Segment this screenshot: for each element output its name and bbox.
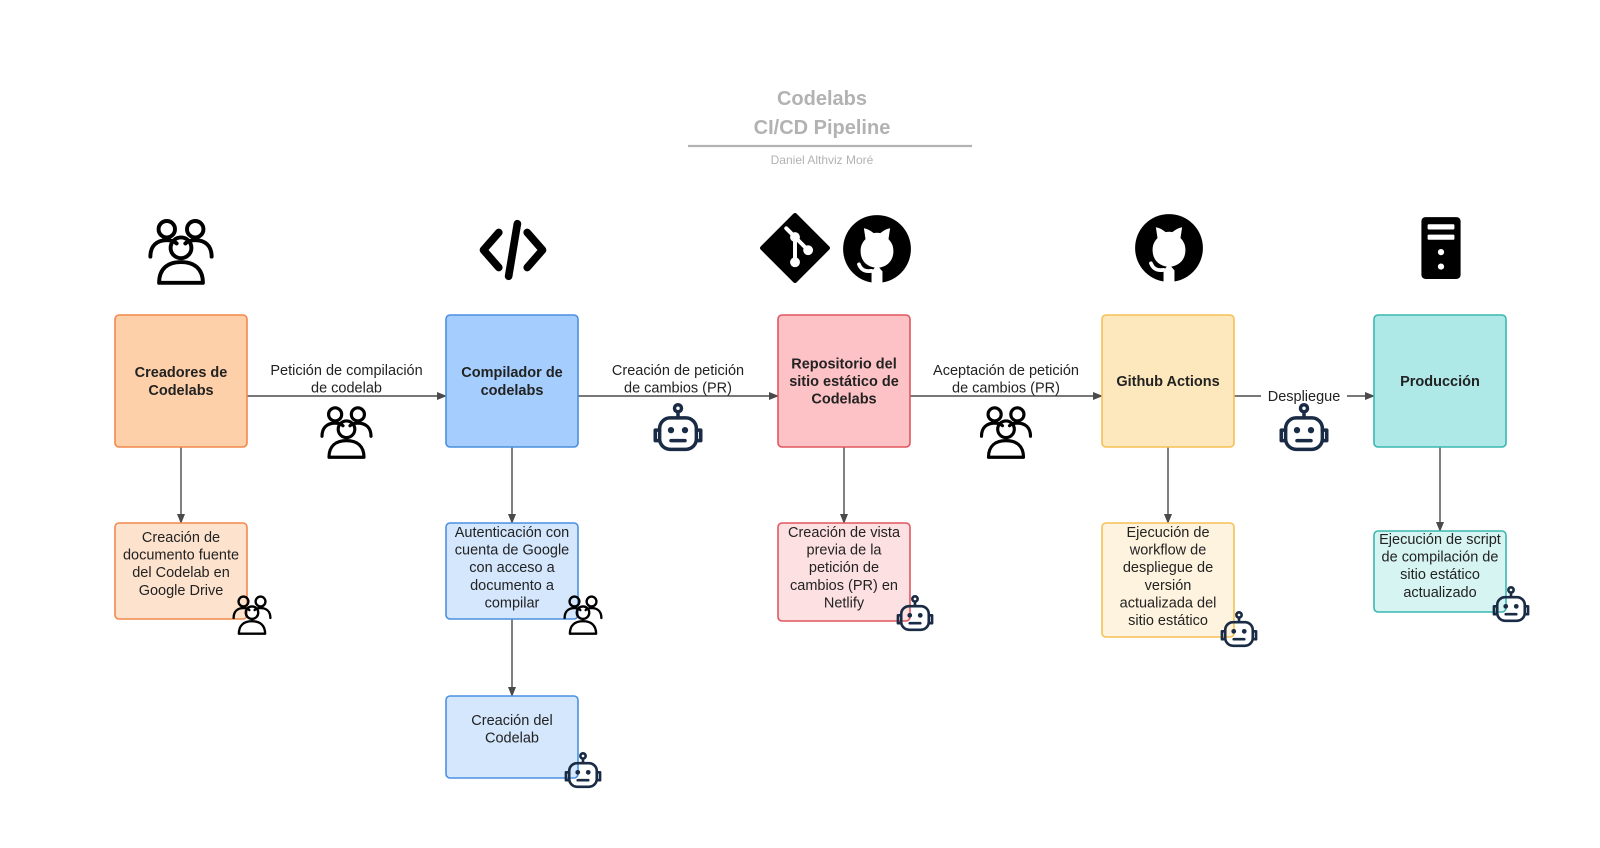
edge-label-creadores-to-compilador: Petición de compilación de codelab xyxy=(270,363,422,397)
node-repositorio[interactable]: Repositorio del sitio estático de Codelabs xyxy=(777,314,911,448)
node-repositorio-box xyxy=(777,314,911,448)
node-creacion-box xyxy=(445,695,579,779)
diagram-header: Codelabs CI/CD Pipeline Daniel Althviz M… xyxy=(688,88,972,167)
edge-label-repositorio-to-actions: Aceptación de petición de cambios (PR) xyxy=(933,363,1079,397)
git-icon xyxy=(762,215,828,281)
node-compilador-label-line: Compilador de xyxy=(461,365,563,381)
edge-label-line: de cambios (PR) xyxy=(952,381,1060,397)
node-produccion[interactable]: Producción xyxy=(1373,314,1507,448)
node-workflow-box xyxy=(1101,522,1235,638)
edge-label-compilador-to-repositorio: Creación de petición de cambios (PR) xyxy=(612,363,744,397)
edge-label-line: de cambios (PR) xyxy=(624,381,732,397)
node-script-label-line: de compilación de xyxy=(1382,550,1499,566)
robot-icon xyxy=(1279,403,1329,452)
edge-label-line: Despliegue xyxy=(1268,389,1341,405)
title-line-1: Codelabs xyxy=(777,88,867,110)
node-documento-label-line: Creación de xyxy=(142,530,220,546)
node-workflow-label-line: workflow de xyxy=(1129,543,1207,559)
node-compilador-label-line: codelabs xyxy=(481,383,544,399)
node-repositorio-label-line: Repositorio del xyxy=(791,356,897,372)
node-vista-label-line: previa de la xyxy=(807,543,883,559)
users-icon xyxy=(320,406,373,459)
node-actions-box xyxy=(1101,314,1235,448)
users-icon xyxy=(979,406,1033,459)
node-produccion-box xyxy=(1373,314,1507,448)
node-vista-label-line: petición de xyxy=(809,560,879,576)
server-icon xyxy=(1421,217,1461,279)
node-autenticacion-box xyxy=(445,522,579,620)
node-compilador-box xyxy=(445,314,579,448)
node-workflow-label-line: Ejecución de xyxy=(1126,525,1209,541)
github-icon xyxy=(1134,213,1204,283)
node-workflow-label-line: sitio estático xyxy=(1128,613,1208,629)
node-creadores[interactable]: Creadores de Codelabs xyxy=(114,314,248,448)
node-workflow-label-line: versión xyxy=(1145,578,1192,594)
edge-labels: Petición de compilación de codelab Creació… xyxy=(270,363,1347,405)
node-documento-box xyxy=(114,522,248,620)
node-autenticacion-label-line: documento a xyxy=(470,578,555,594)
node-script[interactable]: Ejecución de script de compilación desiti… xyxy=(1373,530,1507,613)
github-icon xyxy=(842,214,912,284)
edge-label-line: de codelab xyxy=(311,381,382,397)
node-vista-box xyxy=(777,522,911,622)
edge-label-line: Petición de compilación xyxy=(270,363,422,379)
author-label: Daniel Althviz Moré xyxy=(771,153,874,167)
title-line-2: CI/CD Pipeline xyxy=(754,117,891,139)
node-script-box xyxy=(1373,530,1507,613)
nodes: Creadores de Codelabs Compilador de codelab… xyxy=(114,314,1507,779)
node-actions-label-line: Github Actions xyxy=(1116,374,1219,390)
node-creacion-label-line: Codelab xyxy=(485,731,539,747)
node-produccion-label-line: Producción xyxy=(1400,374,1480,390)
node-vista-label-line: cambios (PR) en xyxy=(790,578,898,594)
node-script-label-line: actualizado xyxy=(1403,585,1476,601)
node-vista-label-line: Creación de vista xyxy=(788,525,901,541)
node-vista-label-line: Netlify xyxy=(824,595,865,611)
edge-label-actions-to-produccion: Despliegue xyxy=(1261,385,1347,405)
node-actions[interactable]: Github Actions xyxy=(1101,314,1235,448)
node-creadores-label-line: Codelabs xyxy=(148,383,213,399)
code-icon xyxy=(483,224,542,277)
node-autenticacion-label-line: Autenticación con xyxy=(455,525,569,541)
node-workflow-label-line: despliegue de xyxy=(1123,560,1213,576)
node-documento-label-line: Google Drive xyxy=(139,583,224,599)
edge-label-line: Creación de petición xyxy=(612,363,744,379)
node-script-label-line: sitio estático xyxy=(1400,567,1480,583)
edge-label-line: Aceptación de petición xyxy=(933,363,1079,379)
node-documento-label-line: documento fuente xyxy=(123,548,239,564)
node-compilador[interactable]: Compilador de codelabs xyxy=(445,314,579,448)
top-icons xyxy=(148,213,1461,285)
node-repositorio-label-line: Codelabs xyxy=(811,392,876,408)
node-script-label-line: Ejecución de script xyxy=(1379,532,1501,548)
node-creacion-label-line: Creación del xyxy=(471,713,552,729)
node-creadores-label-line: Creadores de xyxy=(135,365,228,381)
node-workflow-label-line: actualizada del xyxy=(1120,595,1217,611)
robot-icon xyxy=(653,403,703,452)
node-repositorio-label-line: sitio estático de xyxy=(789,374,899,390)
node-autenticacion-label-line: con acceso a xyxy=(469,560,555,576)
node-creadores-box xyxy=(114,314,248,448)
users-icon xyxy=(148,219,214,285)
node-autenticacion-label-line: compilar xyxy=(485,595,540,611)
node-autenticacion-label-line: cuenta de Google xyxy=(455,543,569,559)
node-documento-label-line: del Codelab en xyxy=(132,565,230,581)
